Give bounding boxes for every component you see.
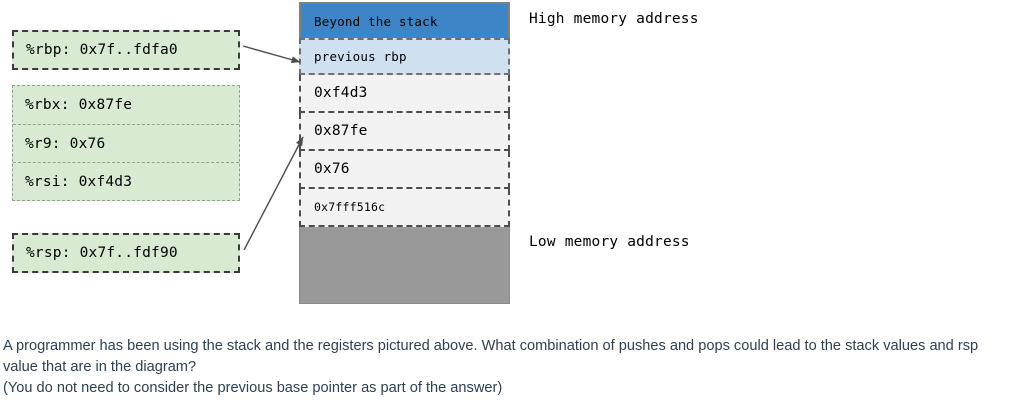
stack-cell-0x7fff516c: 0x7fff516c xyxy=(299,189,510,227)
stack-cell-0x87fe: 0x87fe xyxy=(299,113,510,151)
high-memory-address-label: High memory address xyxy=(529,11,699,27)
register-box-rsp: %rsp: 0x7f..fdf90 xyxy=(12,233,240,273)
register-box-rbp: %rbp: 0x7f..fdfa0 xyxy=(12,30,240,70)
stack-cell-previous-rbp: previous rbp xyxy=(299,38,510,75)
stack-column: Beyond the stack previous rbp 0xf4d3 0x8… xyxy=(299,2,510,304)
question-line-2: (You do not need to consider the previou… xyxy=(3,380,503,396)
arrow-rbp-to-previous-rbp xyxy=(242,45,301,64)
question-line-1: A programmer has been using the stack an… xyxy=(3,338,979,375)
arrow-rsp-to-stack-top xyxy=(243,136,304,251)
stack-cell-0xf4d3: 0xf4d3 xyxy=(299,75,510,113)
low-memory-address-label: Low memory address xyxy=(529,234,690,250)
register-row-r9: %r9: 0x76 xyxy=(13,124,239,162)
stack-registers-diagram: %rbp: 0x7f..fdfa0 %rbx: 0x87fe %r9: 0x76… xyxy=(12,2,699,304)
question-text: A programmer has been using the stack an… xyxy=(3,336,1011,399)
register-row-rsi: %rsi: 0xf4d3 xyxy=(13,162,239,200)
register-group-general: %rbx: 0x87fe %r9: 0x76 %rsi: 0xf4d3 xyxy=(12,85,240,201)
stack-cell-unused-region xyxy=(299,227,510,304)
stack-cell-0x76: 0x76 xyxy=(299,151,510,189)
register-row-rbx: %rbx: 0x87fe xyxy=(25,97,133,113)
stack-cell-beyond-the-stack: Beyond the stack xyxy=(299,2,510,38)
